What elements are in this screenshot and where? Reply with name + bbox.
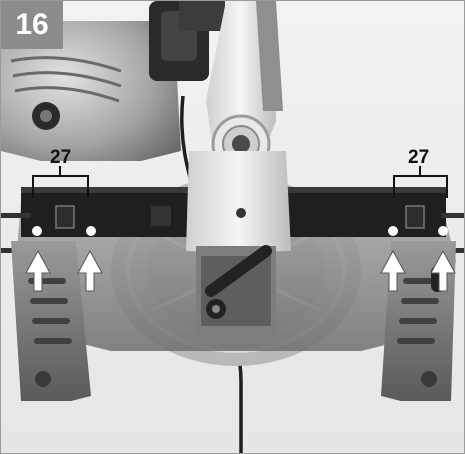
callout-label-right: 27 — [408, 147, 430, 168]
callout-label-left: 27 — [50, 147, 72, 168]
arrow-up-icon — [77, 249, 103, 292]
arrow-up-icon — [25, 249, 51, 292]
figure-number-badge: 16 — [1, 1, 63, 49]
arrow-up-icon — [430, 249, 456, 292]
arrow-up-icon — [380, 249, 406, 292]
